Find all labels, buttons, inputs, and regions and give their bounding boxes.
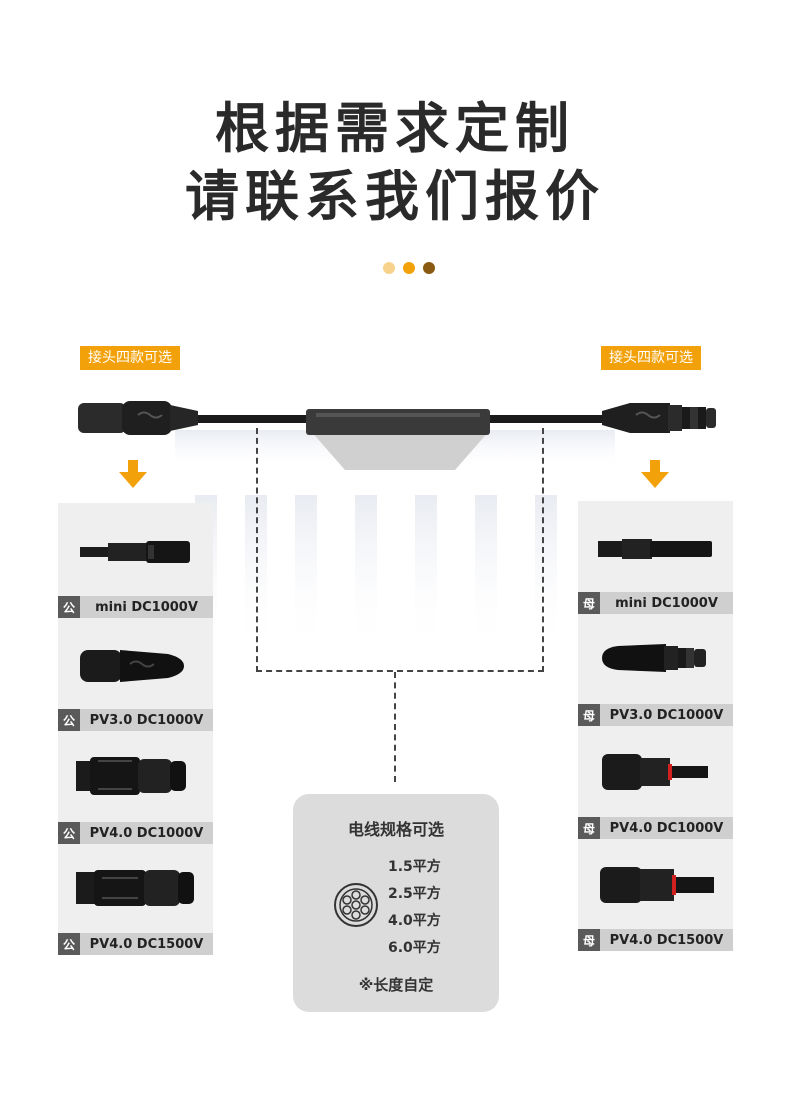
female-pv40-connector-image: [602, 754, 708, 790]
arrow-down-icon: [119, 460, 147, 488]
connector-option-card[interactable]: 母 PV3.0 DC1000V: [578, 614, 733, 726]
badge-left-connector-options: 接头四款可选: [80, 346, 180, 370]
page-title-line2: 请联系我们报价: [185, 165, 605, 228]
wire-size-item: 4.0平方: [388, 913, 441, 929]
female-pv30-connector-image: [602, 644, 706, 672]
wire-size-list: 1.5平方 2.5平方 4.0平方 6.0平方: [388, 854, 441, 962]
wire-callout-dashed-box: [256, 428, 544, 672]
connector-spec-label: PV3.0 DC1000V: [89, 712, 204, 728]
connector-spec-label: PV4.0 DC1000V: [609, 820, 724, 836]
female-pv40-1500v-connector-image: [600, 867, 714, 903]
male-pv40-connector-image: [76, 757, 186, 795]
female-tag: 母: [578, 704, 600, 726]
connector-spec-label: PV4.0 DC1500V: [609, 932, 724, 948]
female-tag: 母: [578, 592, 600, 614]
connector-spec-label: mini DC1000V: [615, 595, 718, 611]
connector-option-card[interactable]: 母 mini DC1000V: [578, 501, 733, 614]
length-custom-note: ※长度自定: [358, 976, 434, 994]
female-tag: 母: [578, 929, 600, 951]
connector-spec-label: mini DC1000V: [95, 599, 198, 615]
male-connector-options-panel: 公 mini DC1000V 公 PV3.0 DC1000V 公 PV4.0 D…: [58, 503, 213, 955]
wire-spec-card: 电线规格可选 1.5平方 2.5平方 4.0平方 6.0平方 ※长度自定: [293, 794, 499, 1012]
badge-right-connector-options: 接头四款可选: [601, 346, 701, 370]
male-mini-connector-image: [80, 541, 190, 563]
dot-light: [383, 262, 395, 274]
wire-spec-heading: 电线规格可选: [347, 820, 444, 839]
dot-mid: [403, 262, 415, 274]
connector-option-card[interactable]: 公 PV4.0 DC1000V: [58, 731, 213, 844]
decorative-dots: [383, 262, 435, 274]
connector-option-card[interactable]: 母 PV4.0 DC1000V: [578, 726, 733, 839]
wire-size-item: 1.5平方: [388, 859, 441, 875]
male-tag: 公: [58, 709, 80, 731]
connector-spec-label: PV4.0 DC1000V: [89, 825, 204, 841]
female-mini-connector-image: [598, 539, 712, 559]
dot-dark: [423, 262, 435, 274]
arrow-down-icon: [641, 460, 669, 488]
page-title-line1: 根据需求定制: [215, 97, 575, 160]
male-pv40-1500v-connector-image: [76, 870, 194, 906]
connector-spec-label: PV4.0 DC1500V: [89, 936, 204, 952]
connector-spec-label: PV3.0 DC1000V: [609, 707, 724, 723]
wire-callout-dashed-line: [394, 672, 396, 782]
male-tag: 公: [58, 596, 80, 618]
wire-size-item: 6.0平方: [388, 940, 441, 956]
male-pv30-connector-image: [80, 650, 184, 682]
wire-size-item: 2.5平方: [388, 886, 441, 902]
wire-cross-section-icon: [334, 883, 378, 927]
connector-option-card[interactable]: 公 PV4.0 DC1500V: [58, 844, 213, 955]
connector-option-card[interactable]: 母 PV4.0 DC1500V: [578, 839, 733, 951]
female-connector-options-panel: 母 mini DC1000V 母 PV3.0 DC1000V 母 PV4.0 D…: [578, 501, 733, 951]
connector-option-card[interactable]: 公 mini DC1000V: [58, 503, 213, 618]
male-tag: 公: [58, 822, 80, 844]
y-branch-cable-image: [78, 401, 716, 470]
female-tag: 母: [578, 817, 600, 839]
male-tag: 公: [58, 933, 80, 955]
connector-option-card[interactable]: 公 PV3.0 DC1000V: [58, 618, 213, 731]
